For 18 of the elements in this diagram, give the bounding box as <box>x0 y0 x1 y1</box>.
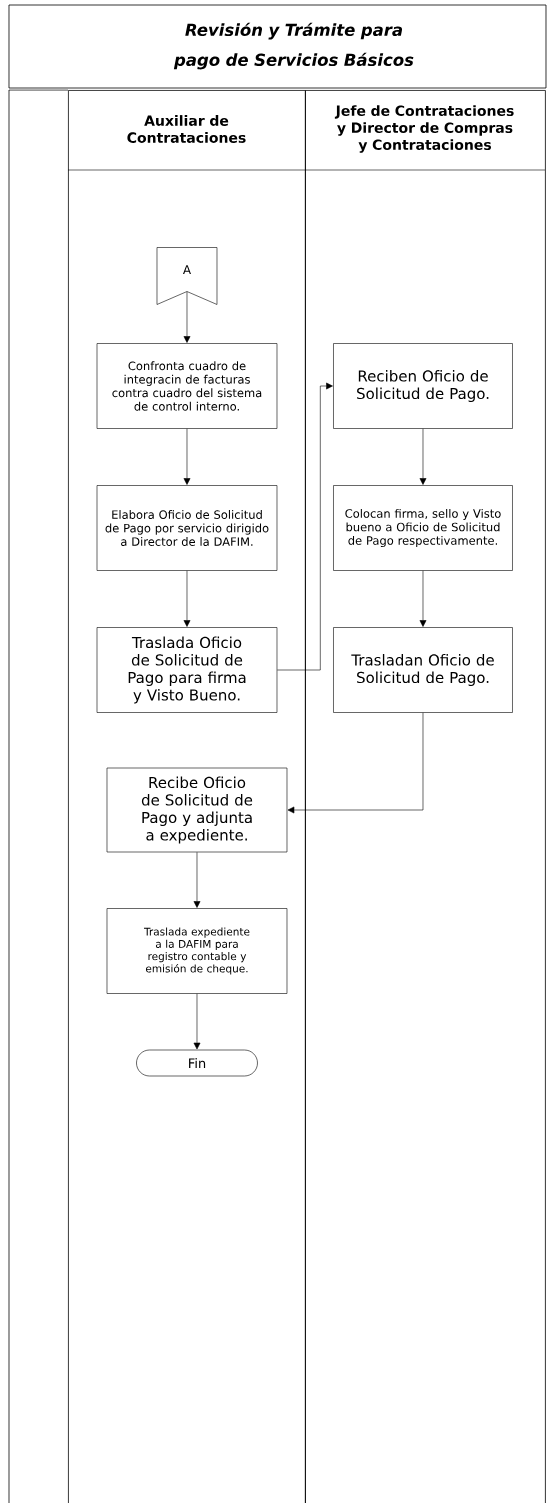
arrow <box>183 570 191 627</box>
arrow <box>419 570 427 627</box>
arrow <box>193 993 201 1050</box>
arrow <box>419 428 427 485</box>
process-box: Confronta cuadro de integracin de facturas contra cuadro del sistema de control interno. <box>96 343 278 429</box>
process-box: Traslada Oficio de Solicitud de Pago para firma y Visto Bueno. <box>96 627 278 713</box>
process-box: Elabora Oficio de Solicitud de Pago por servicio dirigido a Director de la DAFIM. <box>96 485 278 571</box>
title-cell: Revisión y Trámite para pago de Servicios Básicos <box>8 4 547 89</box>
off-page-connector: A <box>156 247 218 305</box>
process-box: Colocan firma, sello y Visto bueno a Oficio de Solicitud de Pago respectivamente. <box>333 485 513 571</box>
process-box: Recibe Oficio de Solicitud de Pago y adjunta a expediente. <box>106 767 288 853</box>
process-box: Traslada expediente a la DAFIM para registro contable y emisión de cheque. <box>106 908 288 994</box>
arrow <box>183 428 191 485</box>
process-box: Trasladan Oficio de Solicitud de Pago. <box>333 627 513 713</box>
arrow <box>287 712 424 814</box>
arrow <box>277 382 333 671</box>
process-box: Reciben Oficio de Solicitud de Pago. <box>333 343 513 429</box>
arrow <box>193 852 201 908</box>
